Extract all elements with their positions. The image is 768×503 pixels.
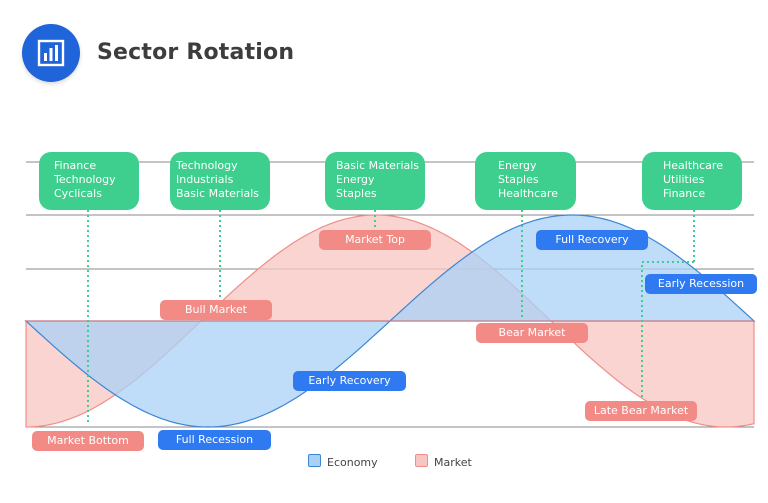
legend-economy-label: Economy bbox=[327, 456, 378, 469]
sector-box-1: Finance Technology Cyclicals bbox=[39, 152, 139, 210]
sector-box-4: Energy Staples Healthcare bbox=[475, 152, 576, 210]
sector-label: Basic Materials bbox=[176, 187, 260, 200]
sector-label: Staples bbox=[498, 173, 539, 186]
sector-label: Cyclicals bbox=[54, 187, 102, 200]
legend-market-label: Market bbox=[434, 456, 472, 469]
sector-label: Staples bbox=[336, 187, 377, 200]
sector-label: Industrials bbox=[176, 173, 234, 186]
legend-market: Market bbox=[415, 454, 472, 469]
bar-chart-icon bbox=[37, 39, 65, 67]
sector-label: Healthcare bbox=[663, 159, 723, 172]
economy-phase-early-recession: Early Recession bbox=[645, 274, 757, 294]
sector-label: Healthcare bbox=[498, 187, 558, 200]
sector-box-2: Technology Industrials Basic Materials bbox=[170, 152, 270, 210]
sector-label: Basic Materials bbox=[336, 159, 420, 172]
sector-label: Energy bbox=[498, 159, 537, 172]
legend-economy: Economy bbox=[308, 454, 378, 469]
sector-label: Utilities bbox=[663, 173, 705, 186]
market-phase-bull: Bull Market bbox=[160, 300, 272, 320]
header-logo bbox=[22, 24, 80, 82]
sector-label: Technology bbox=[54, 173, 116, 186]
sector-label: Finance bbox=[663, 187, 706, 200]
sector-label: Technology bbox=[176, 159, 238, 172]
market-phase-late-bear: Late Bear Market bbox=[585, 401, 697, 421]
economy-phase-full-recession: Full Recession bbox=[158, 430, 271, 450]
sector-label: Energy bbox=[336, 173, 375, 186]
economy-swatch bbox=[308, 454, 321, 467]
connectors bbox=[87, 210, 695, 424]
market-phase-bear: Bear Market bbox=[476, 323, 588, 343]
economy-phase-full-recovery: Full Recovery bbox=[536, 230, 648, 250]
economy-phase-early-recovery: Early Recovery bbox=[293, 371, 406, 391]
market-swatch bbox=[415, 454, 428, 467]
page-title: Sector Rotation bbox=[97, 40, 295, 65]
market-phase-top: Market Top bbox=[319, 230, 431, 250]
sector-box-3: Basic Materials Energy Staples bbox=[325, 152, 425, 210]
sector-label: Finance bbox=[54, 159, 97, 172]
market-phase-bottom: Market Bottom bbox=[32, 431, 144, 451]
sector-box-5: Healthcare Utilities Finance bbox=[642, 152, 742, 210]
